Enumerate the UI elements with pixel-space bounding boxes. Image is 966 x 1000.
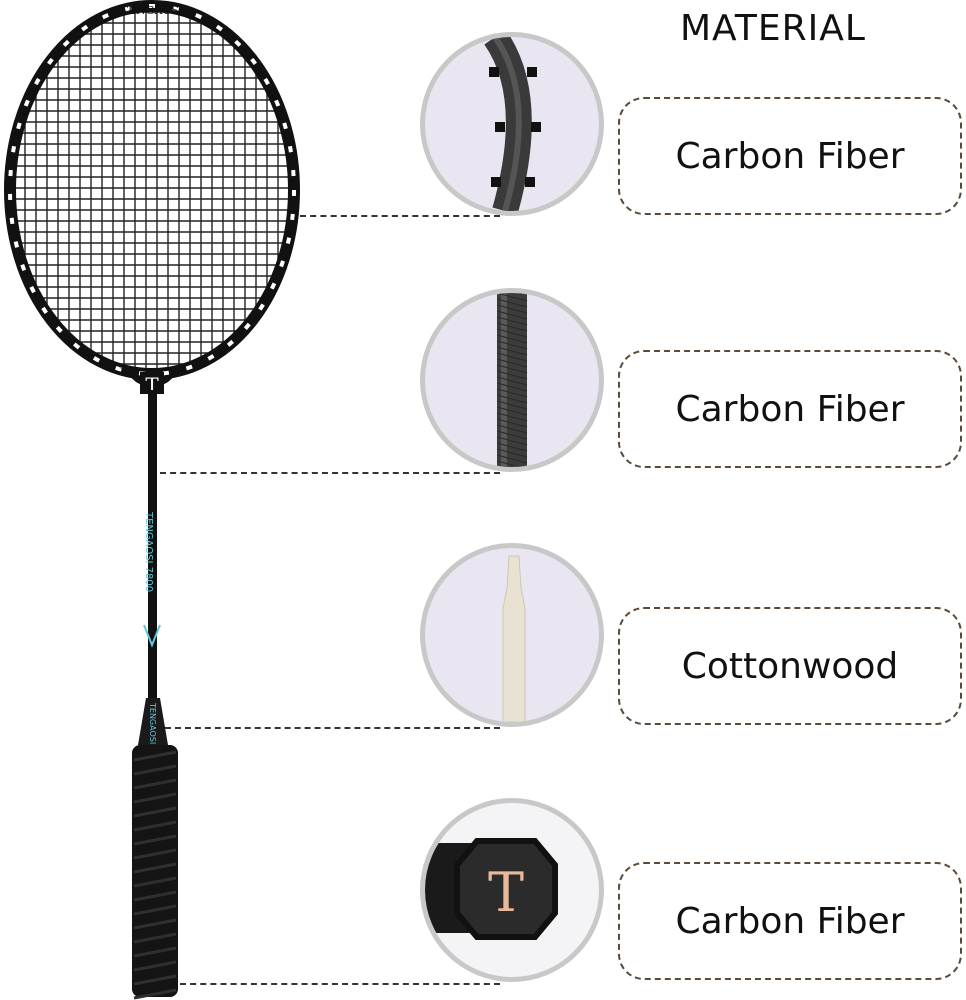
badminton-racket-image: T TENGAOSI TENGAOSI 7800 TENGAOSI [4,0,300,1000]
material-label-shaft: Carbon Fiber [618,350,962,468]
material-label-core: Cottonwood [618,607,962,725]
grip-end-logo: T [488,861,524,924]
grip-end-closeup-icon: T [420,798,604,982]
leader-line-grip [180,983,500,985]
material-label-frame: Carbon Fiber [618,97,962,215]
material-label-grip: Carbon Fiber [618,862,962,980]
frame-closeup-icon [420,32,604,216]
handle-cap [138,698,168,745]
leader-line-frame [300,215,500,217]
leader-line-shaft [160,472,500,474]
leader-line-core [165,727,500,729]
handle-brand: TENGAOSI [148,702,157,744]
frame-grommets [8,4,296,376]
shaft-brand: TENGAOSI 7800 [143,511,154,592]
shaft-accent [143,624,161,648]
racket-shaft [148,390,157,700]
page-title: MATERIAL [680,8,866,49]
racket-grip [132,745,178,997]
wood-core-closeup-icon [420,543,604,727]
shaft-closeup-icon [420,288,604,472]
frame-brand: TENGAOSI [121,4,184,17]
grip-wrap [133,750,177,1000]
